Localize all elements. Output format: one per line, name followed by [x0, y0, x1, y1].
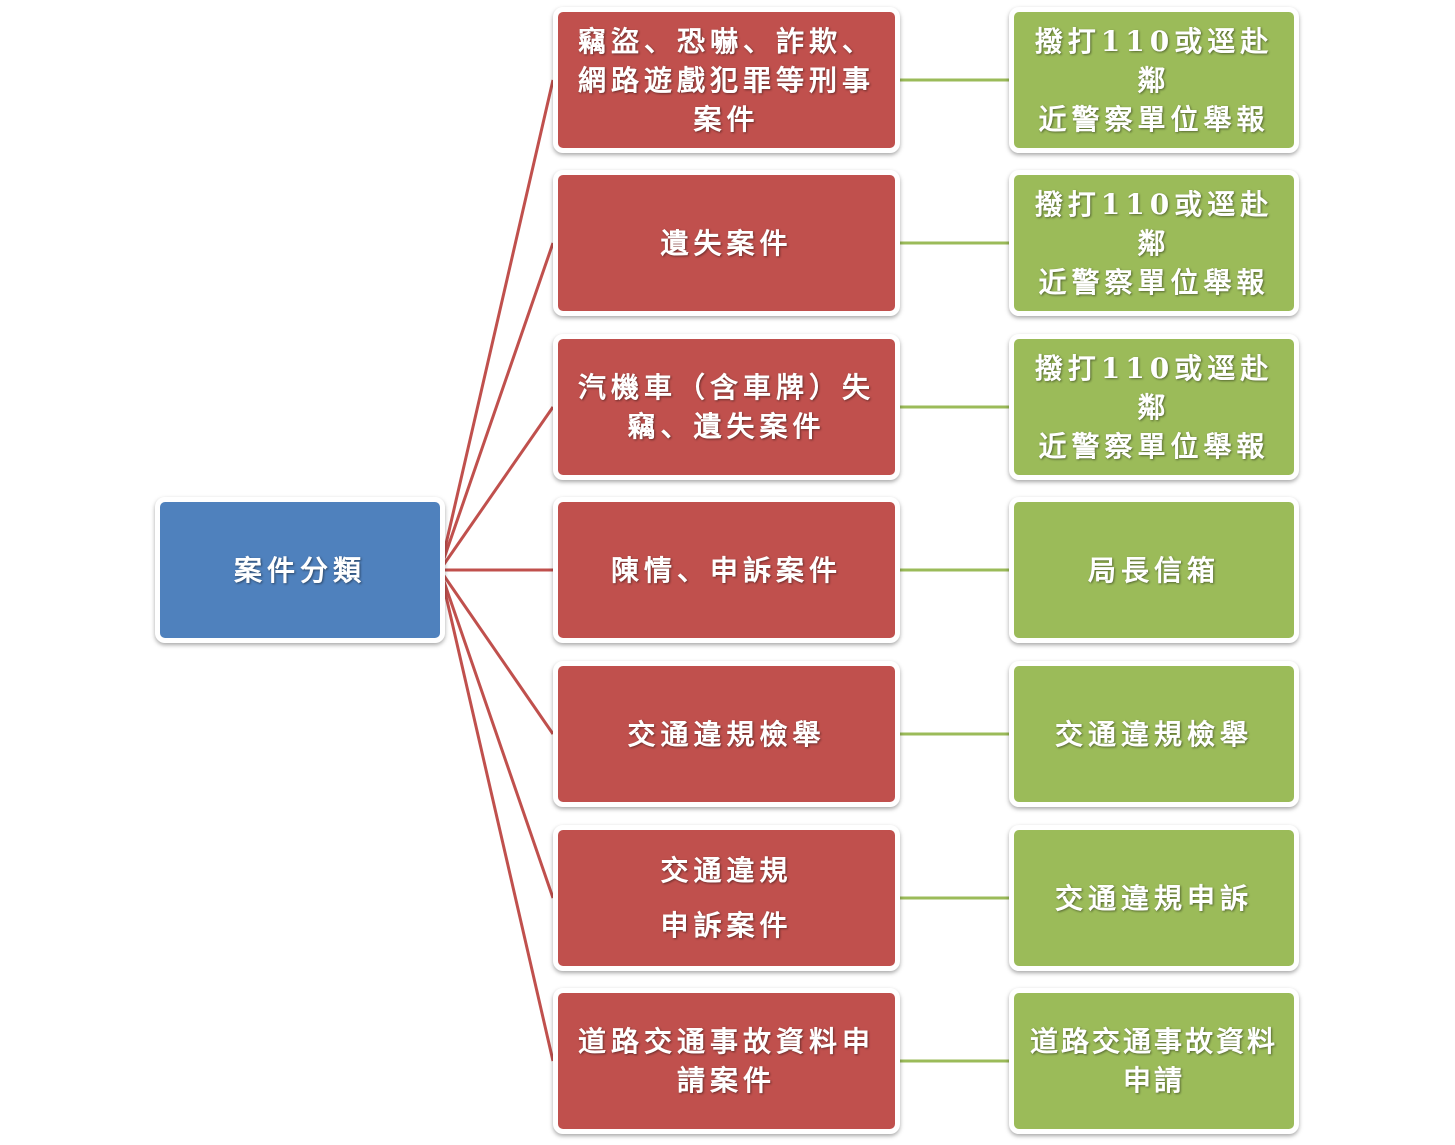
action-node: 道路交通事故資料 申請 [1009, 988, 1299, 1134]
category-node: 遺失案件 [553, 170, 900, 316]
root-to-category-connector [438, 406, 555, 571]
action-node: 交通違規申訴 [1009, 825, 1299, 971]
category-node: 陳情、申訴案件 [553, 497, 900, 643]
action-node: 局長信箱 [1009, 497, 1299, 643]
root-node: 案件分類 [155, 497, 445, 643]
root-label: 案件分類 [233, 553, 366, 587]
action-node: 撥打110或逕赴鄰 近警察單位舉報 [1009, 334, 1299, 480]
root-to-category-connector [438, 79, 555, 571]
root-to-category-connector [438, 569, 555, 735]
action-label: 撥打110或逕赴鄰 近警察單位舉報 [1034, 24, 1274, 136]
action-label: 交通違規申訴 [1054, 881, 1253, 915]
action-label: 撥打110或逕赴鄰 近警察單位舉報 [1034, 187, 1274, 299]
root-to-category-connector [438, 569, 555, 1062]
root-to-category-connector [438, 242, 555, 571]
action-label: 局長信箱 [1087, 553, 1220, 587]
category-label: 交通違規 申訴案件 [660, 854, 793, 942]
action-node: 撥打110或逕赴鄰 近警察單位舉報 [1009, 170, 1299, 316]
category-label: 道路交通事故資料申 請案件 [577, 1025, 875, 1097]
category-node: 交通違規檢舉 [553, 661, 900, 807]
category-label: 陳情、申訴案件 [610, 553, 842, 587]
category-node: 汽機車（含車牌）失 竊、遺失案件 [553, 334, 900, 480]
action-label: 道路交通事故資料 申請 [1029, 1025, 1278, 1097]
root-to-category-connector [438, 569, 555, 899]
category-label: 汽機車（含車牌）失 竊、遺失案件 [577, 371, 875, 443]
action-node: 交通違規檢舉 [1009, 661, 1299, 807]
category-label: 遺失案件 [660, 226, 793, 260]
action-label: 交通違規檢舉 [1054, 717, 1253, 751]
category-label: 交通違規檢舉 [627, 717, 826, 751]
category-node: 竊盜、恐嚇、詐欺、 網路遊戲犯罪等刑事 案件 [553, 7, 900, 153]
category-label: 竊盜、恐嚇、詐欺、 網路遊戲犯罪等刑事 案件 [577, 24, 875, 136]
action-node: 撥打110或逕赴鄰 近警察單位舉報 [1009, 7, 1299, 153]
category-node: 道路交通事故資料申 請案件 [553, 988, 900, 1134]
action-label: 撥打110或逕赴鄰 近警察單位舉報 [1034, 351, 1274, 463]
category-node: 交通違規 申訴案件 [553, 825, 900, 971]
